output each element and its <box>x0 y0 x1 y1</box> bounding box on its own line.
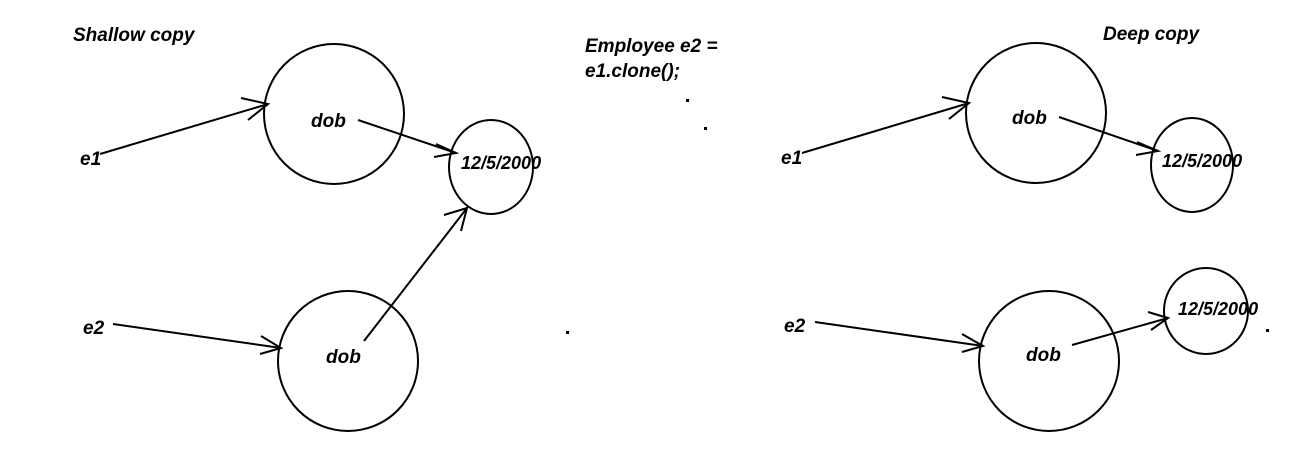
deep-date1-value: 12/5/2000 <box>1162 151 1242 171</box>
stray-dot <box>704 127 707 130</box>
code-line-2: e1.clone(); <box>585 61 680 82</box>
shallow-e2-dob-arrow <box>363 206 469 342</box>
shallow-e1-dob-label: dob <box>311 111 346 132</box>
deep-copy-title: Deep copy <box>1103 24 1201 45</box>
deep-date2-value: 12/5/2000 <box>1178 299 1258 319</box>
deep-e2-arrow <box>814 321 986 353</box>
shallow-e2-dob-label: dob <box>326 347 361 368</box>
deep-e2-label: e2 <box>784 316 806 337</box>
shallow-e2-label: e2 <box>83 318 105 339</box>
deep-date1-object-circle <box>1150 117 1234 213</box>
shallow-copy-panel: Shallow copy e1 e2 dob dob 12/5/2000 <box>73 25 541 432</box>
deep-e2-dob-arrow <box>1071 311 1171 346</box>
clone-code: Employee e2 = e1.clone(); <box>585 36 718 82</box>
stray-dot <box>686 99 689 102</box>
shallow-e1-object-circle <box>263 43 405 185</box>
shallow-e1-dob-arrow <box>357 119 460 158</box>
deep-e2-dob-label: dob <box>1026 345 1061 366</box>
shallow-copy-title: Shallow copy <box>73 25 196 46</box>
stray-dot <box>1266 329 1269 332</box>
deep-e1-arrow <box>801 96 972 154</box>
deep-e1-label: e1 <box>781 148 802 169</box>
code-line-1: Employee e2 = <box>585 36 718 57</box>
deep-e1-dob-arrow <box>1058 116 1162 156</box>
shallow-e1-arrow <box>99 97 271 155</box>
deep-copy-panel: Deep copy e1 e2 dob dob 12/5/2000 12/5/2… <box>781 24 1258 432</box>
shallow-e1-label: e1 <box>80 149 101 170</box>
deep-date2-object-circle <box>1163 267 1249 355</box>
shallow-e2-arrow <box>112 323 284 355</box>
shallow-e2-object-circle <box>277 290 419 432</box>
shallow-date-object-circle <box>448 119 534 215</box>
stray-dot <box>566 331 569 334</box>
deep-e1-dob-label: dob <box>1012 108 1047 129</box>
deep-e1-object-circle <box>965 42 1107 184</box>
shallow-date-value: 12/5/2000 <box>461 153 541 173</box>
deep-e2-object-circle <box>978 290 1120 432</box>
